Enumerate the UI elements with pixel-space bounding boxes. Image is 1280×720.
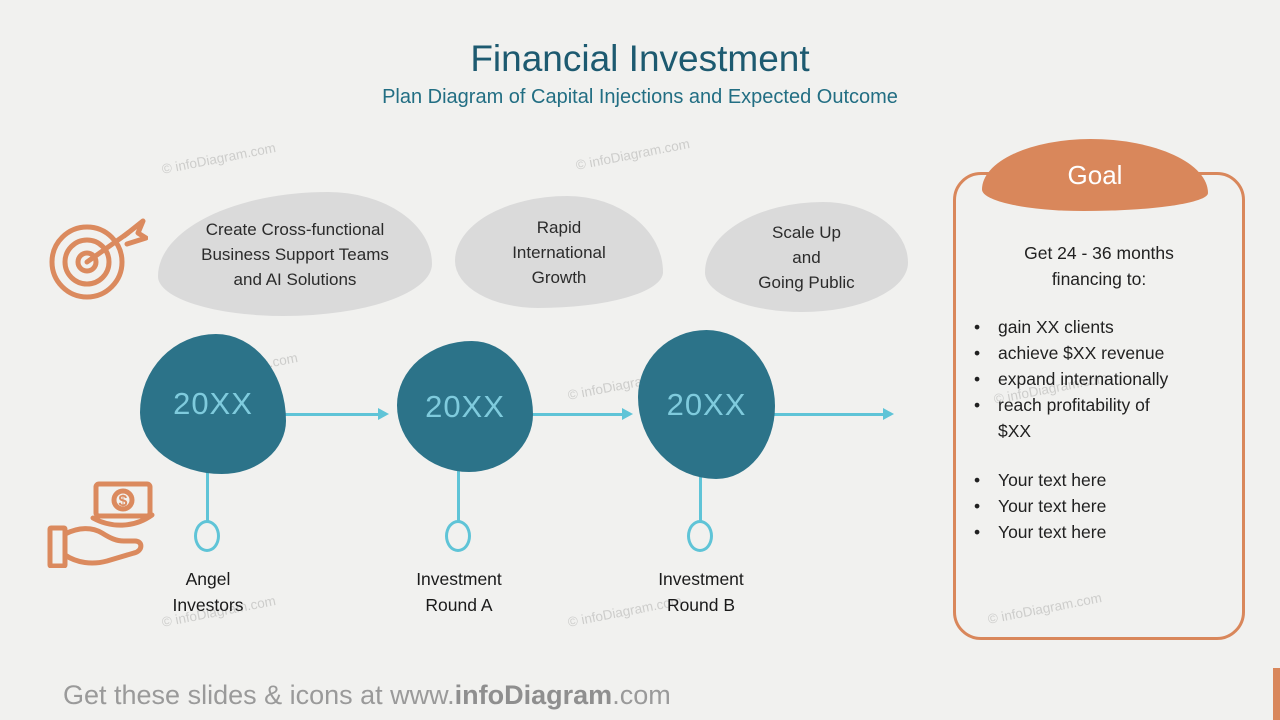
corner-accent-strip [1273, 668, 1280, 720]
bullet-icon: • [974, 317, 981, 337]
goal-bullet: •Your text here [974, 467, 1236, 493]
goal-bullet: •expand internationally [974, 366, 1236, 392]
page-title: Financial Investment [470, 38, 810, 79]
milestone-label-1: Angel Investors [172, 569, 244, 615]
goal-heading: Goal [1067, 159, 1123, 190]
page-subtitle: Plan Diagram of Capital Injections and E… [382, 86, 898, 108]
footer-brand: infoDiagram [454, 680, 613, 710]
milestone-label-2: Investment Round A [416, 569, 502, 615]
footer-suffix: .com [612, 680, 671, 710]
outcome-blob-3: Scale Up and Going Public [705, 202, 908, 312]
year-blob-1: 20XX [140, 334, 286, 474]
footer-credit: Get these slides & icons at www.infoDiag… [63, 680, 671, 711]
watermark: © infoDiagram.com [574, 136, 692, 173]
milestone-label-3: Investment Round B [658, 569, 744, 615]
arrow-right-icon [772, 408, 894, 420]
goal-bullet: •Your text here [974, 519, 1236, 545]
connector-line [457, 470, 460, 522]
milestone-circle [445, 520, 471, 552]
year-blob-3: 20XX [638, 330, 775, 479]
connector-line [699, 477, 702, 522]
goal-bullet-list-secondary: •Your text here •Your text here •Your te… [974, 467, 1236, 545]
bullet-icon: • [974, 522, 981, 542]
goal-intro: Get 24 - 36 months financing to: [1024, 243, 1174, 289]
arrow-right-icon [531, 408, 633, 420]
svg-text:$: $ [119, 493, 128, 510]
goal-bullet-list-primary: •gain XX clients •achieve $XX revenue •e… [974, 314, 1236, 444]
watermark: © infoDiagram.com [160, 140, 278, 177]
outcome-blob-2: Rapid International Growth [455, 196, 663, 308]
goal-bullet: •gain XX clients [974, 314, 1236, 340]
target-dart-icon [49, 218, 148, 300]
goal-heading-blob: Goal [982, 139, 1208, 211]
bullet-icon: • [974, 369, 981, 389]
bullet-icon: • [974, 496, 981, 516]
year-blob-2: 20XX [397, 341, 533, 472]
goal-bullet: •reach profitability of $XX [974, 392, 1236, 444]
outcome-blob-1: Create Cross-functional Business Support… [158, 192, 432, 316]
goal-bullet: •achieve $XX revenue [974, 340, 1236, 366]
cash-in-hand-icon: $ [47, 481, 155, 568]
bullet-icon: • [974, 470, 981, 490]
milestone-circle [687, 520, 713, 552]
bullet-icon: • [974, 343, 981, 363]
connector-line [206, 472, 209, 522]
footer-prefix: Get these slides & icons at www. [63, 680, 455, 710]
arrow-right-icon [284, 408, 389, 420]
bullet-icon: • [974, 395, 981, 415]
goal-bullet: •Your text here [974, 493, 1236, 519]
milestone-circle [194, 520, 220, 552]
